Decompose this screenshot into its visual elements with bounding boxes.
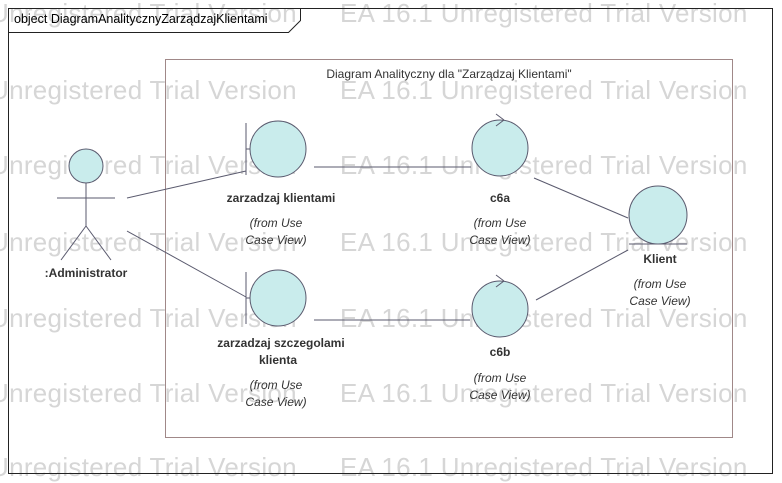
- entity-klient[interactable]: [628, 185, 688, 245]
- object-name: Klient: [643, 252, 677, 266]
- object-from: Case View): [245, 233, 307, 247]
- boundary-object-zarzadzaj-klientami[interactable]: [245, 120, 307, 178]
- diagram-frame: [8, 8, 773, 474]
- object-name: zarzadzaj klientami: [226, 191, 336, 205]
- object-name: klienta: [258, 353, 297, 367]
- boundary-object-zarzadzaj-szczegolami[interactable]: [245, 269, 307, 327]
- object-name: zarzadzaj szczegolami: [217, 336, 345, 350]
- actor-administrator[interactable]: [57, 148, 115, 261]
- frame-tab: [8, 8, 301, 33]
- system-boundary: [165, 59, 733, 438]
- link-admin-zarzadzaj[interactable]: [126, 170, 247, 199]
- boundary-title: Diagram Analityczny dla "Zarządzaj Klien…: [326, 67, 572, 81]
- control-c6b[interactable]: [471, 274, 529, 338]
- object-from: (from Use: [473, 371, 527, 385]
- link-admin-szczegoly[interactable]: [126, 230, 247, 298]
- object-from: (from Use: [249, 378, 303, 392]
- object-from: (from Use: [473, 216, 527, 230]
- object-from: (from Use: [633, 277, 687, 291]
- link-c6a-klient[interactable]: [533, 177, 629, 219]
- control-c6a[interactable]: [471, 113, 529, 177]
- object-name: c6a: [489, 191, 511, 205]
- object-from: Case View): [469, 233, 531, 247]
- object-from: Case View): [629, 294, 691, 308]
- object-name: c6b: [489, 345, 511, 359]
- object-from: Case View): [245, 395, 307, 409]
- frame-title: object DiagramAnalitycznyZarządzajKlient…: [14, 12, 268, 26]
- object-from: (from Use: [249, 216, 303, 230]
- link-c6b-klient[interactable]: [535, 249, 629, 301]
- object-from: Case View): [469, 388, 531, 402]
- actor-label: :Administrator: [44, 266, 128, 280]
